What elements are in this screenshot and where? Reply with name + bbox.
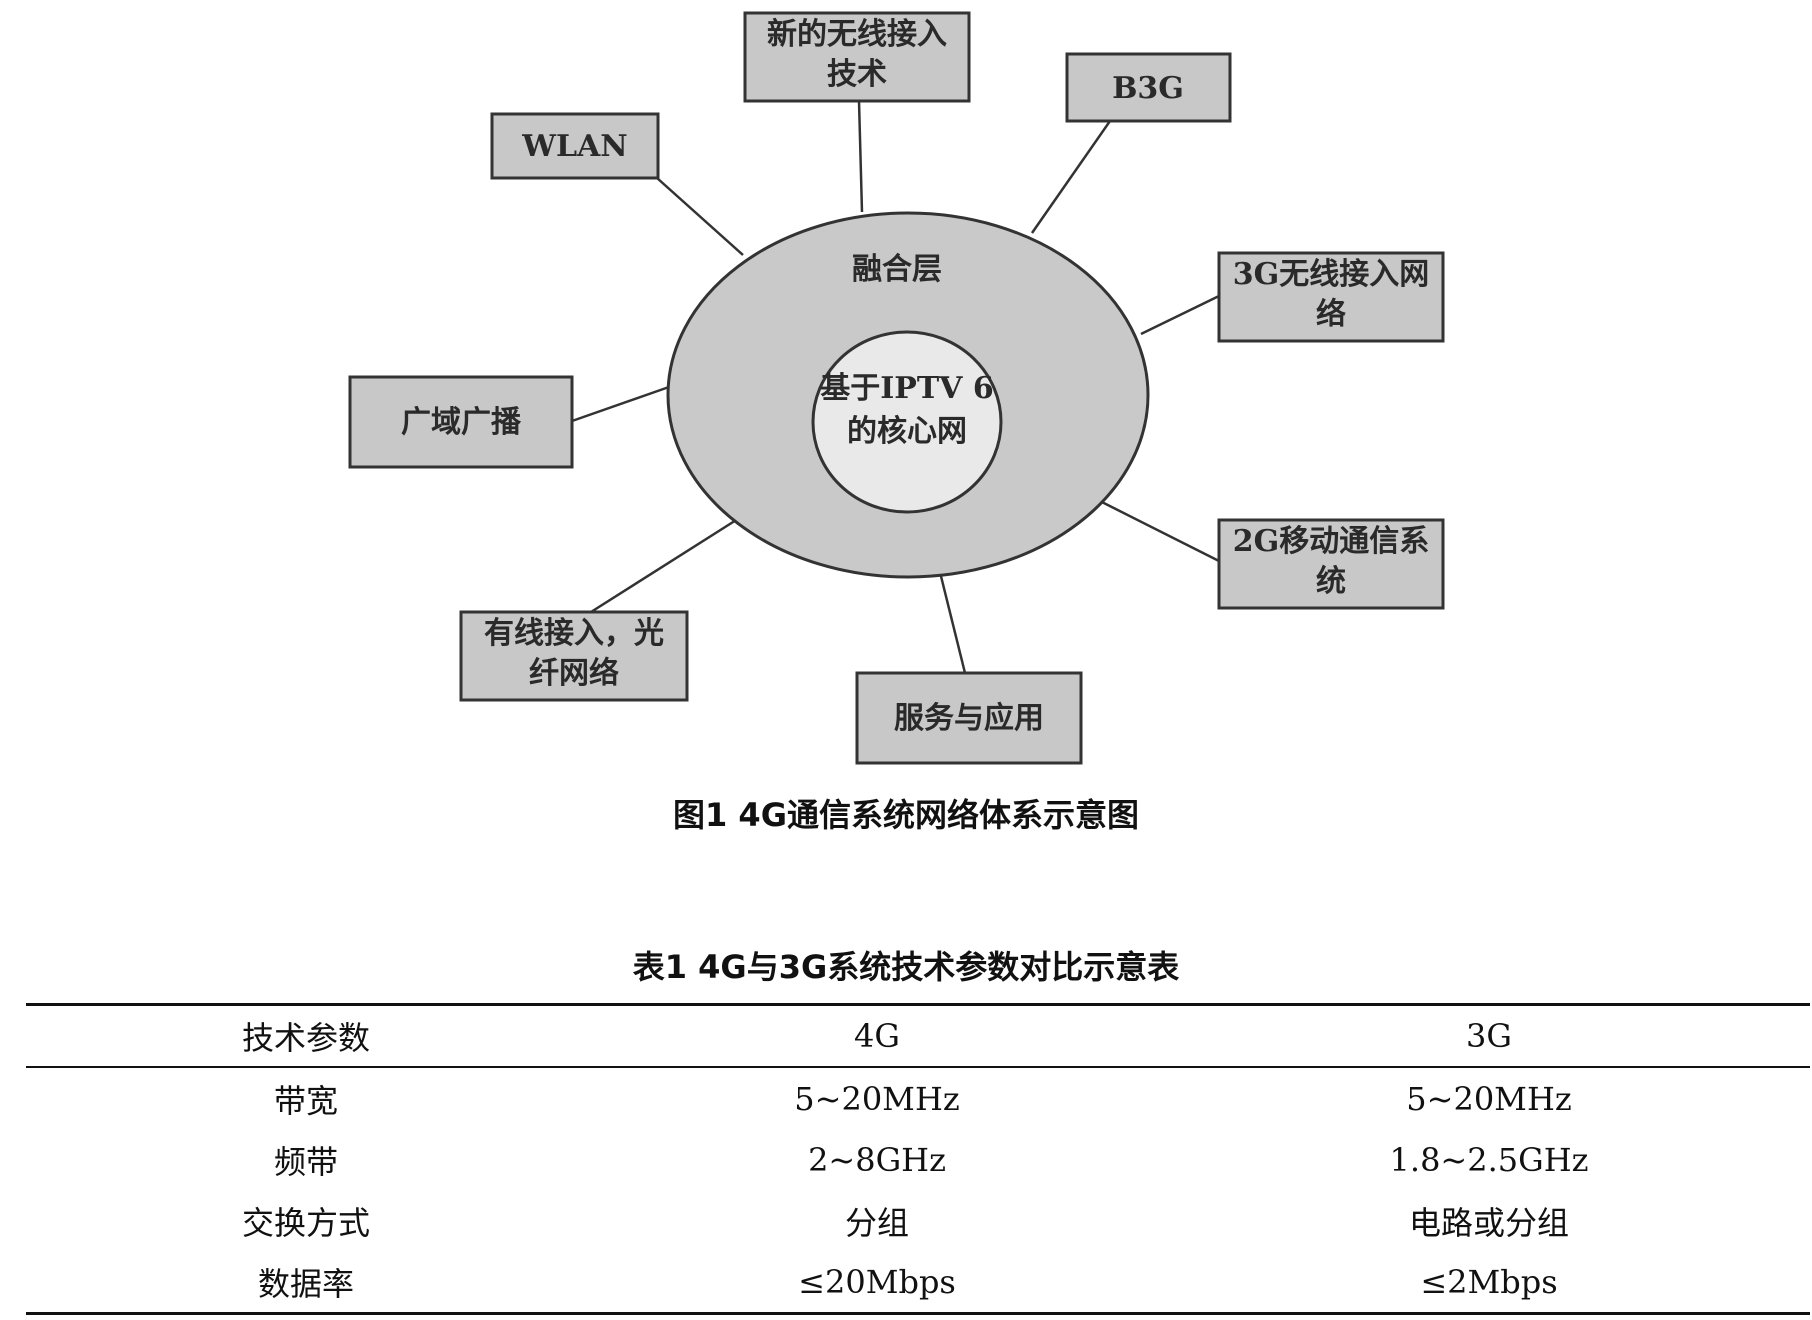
header-4g: 4G <box>586 1003 1168 1068</box>
table-row: 带宽 5~20MHz 5~20MHz <box>26 1067 1810 1129</box>
table-row: 交换方式 分组 电路或分组 <box>26 1190 1810 1251</box>
table-row: 频带 2~8GHz 1.8~2.5GHz <box>26 1129 1810 1190</box>
table-cell: 分组 <box>844 1203 909 1242</box>
table-cell: 5~20MHz <box>794 1079 960 1118</box>
node-wlan: WLAN <box>490 112 660 180</box>
connector-wlan <box>656 177 744 256</box>
svg-text:统: 统 <box>1316 564 1346 599</box>
core-network-line-1: 基于IPTV 6 <box>820 371 994 406</box>
node-wide-broadcast: 广域广播 <box>348 375 574 469</box>
core-network-ellipse <box>811 330 1003 514</box>
header-3g: 3G <box>1168 1003 1810 1068</box>
fusion-layer-label: 融合层 <box>852 252 942 287</box>
table-cell: 1.8~2.5GHz <box>1389 1140 1589 1179</box>
header-parameter: 技术参数 <box>26 1003 586 1068</box>
node-wired-fiber: 有线接入，光 纤网络 <box>459 610 689 702</box>
svg-text:络: 络 <box>1316 297 1346 332</box>
connector-wide-broadcast <box>571 385 670 423</box>
table-caption: 表1 4G与3G系统技术参数对比示意表 <box>632 948 1180 986</box>
svg-text:WLAN: WLAN <box>521 129 627 164</box>
table-cell: 5~20MHz <box>1406 1079 1572 1118</box>
svg-text:3G无线接入网: 3G无线接入网 <box>1233 257 1430 292</box>
connector-wired-fiber <box>590 508 753 614</box>
connector-b3g <box>1030 120 1112 234</box>
svg-text:广域广播: 广域广播 <box>401 405 522 440</box>
table-cell: ≤20Mbps <box>586 1251 1168 1315</box>
node-3g-wireless: 3G无线接入网 络 <box>1217 251 1445 343</box>
table-cell: 电路或分组 <box>1408 1203 1569 1242</box>
table-header-row: 技术参数 4G 3G <box>26 1003 1810 1068</box>
node-services: 服务与应用 <box>855 671 1083 765</box>
table-cell: 数据率 <box>26 1251 586 1315</box>
table-cell: 频带 <box>273 1142 338 1181</box>
svg-text:有线接入，光: 有线接入，光 <box>484 616 664 651</box>
comparison-table: 技术参数 4G 3G 带宽 5~20MHz 5~20MHz 频带 2~8GHz … <box>26 1003 1810 1315</box>
svg-text:新的无线接入: 新的无线接入 <box>767 17 947 52</box>
svg-text:纤网络: 纤网络 <box>529 656 619 691</box>
table-cell: 带宽 <box>273 1081 338 1120</box>
node-2g-mobile: 2G移动通信系 统 <box>1217 518 1445 610</box>
table-row: 数据率 ≤20Mbps ≤2Mbps <box>26 1251 1810 1315</box>
table-cell: ≤2Mbps <box>1168 1251 1810 1315</box>
svg-text:服务与应用: 服务与应用 <box>894 701 1044 736</box>
connector-3g-wireless <box>1140 294 1220 336</box>
table-cell: 交换方式 <box>241 1203 370 1242</box>
connector-new-wireless <box>857 100 864 213</box>
figure-caption: 图1 4G通信系统网络体系示意图 <box>673 796 1139 834</box>
table-cell: 2~8GHz <box>808 1140 946 1179</box>
core-network-line-2: 的核心网 <box>847 414 967 449</box>
node-b3g: B3G <box>1065 52 1232 123</box>
svg-text:2G移动通信系: 2G移动通信系 <box>1233 524 1430 559</box>
svg-text:B3G: B3G <box>1112 71 1184 106</box>
node-new-wireless: 新的无线接入 技术 <box>743 11 971 103</box>
svg-text:技术: 技术 <box>827 57 887 92</box>
network-architecture-diagram: 融合层 基于IPTV 6 的核心网 新的无线接入 技术 B3G WLAN 3G无… <box>348 11 1445 765</box>
